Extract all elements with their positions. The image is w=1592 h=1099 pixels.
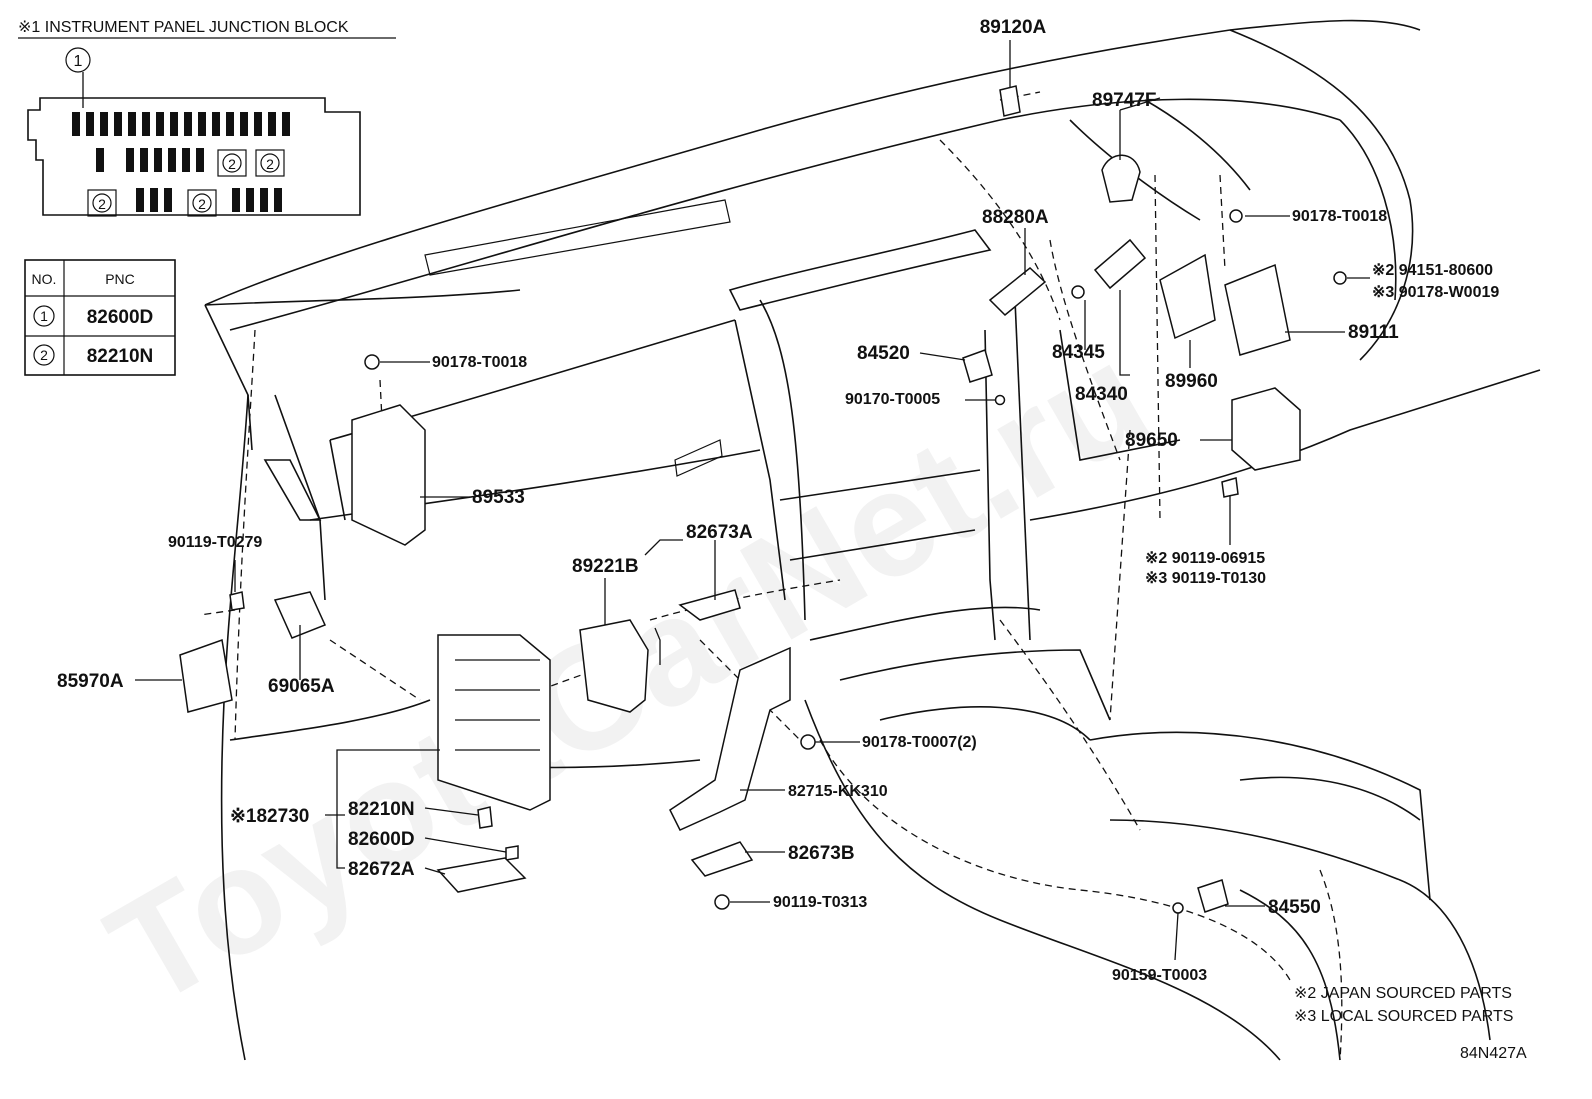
part-label: 90159-T0003 xyxy=(1112,967,1207,984)
part-label: 90178-T0018 xyxy=(1292,208,1387,225)
part-label: 84520 xyxy=(857,343,910,364)
inset-callout-1: 1 xyxy=(74,53,83,70)
part-label: 89221B xyxy=(572,556,639,577)
inset-title: ※1 INSTRUMENT PANEL JUNCTION BLOCK xyxy=(18,19,349,36)
part-label: 82673B xyxy=(788,843,855,864)
part-label: 89960 xyxy=(1165,371,1218,392)
pnc-header-no: NO. xyxy=(32,271,57,287)
part-shapes xyxy=(179,85,1347,914)
junction-block-inset: ※1 INSTRUMENT PANEL JUNCTION BLOCK 1 xyxy=(18,19,396,217)
part-label: 90178-T0007(2) xyxy=(862,734,977,751)
part-label: 88280A xyxy=(982,207,1049,228)
part-label: 84345 xyxy=(1052,342,1105,363)
part-label: ※2 94151-80600 xyxy=(1372,262,1493,279)
part-label: 89120A xyxy=(980,17,1047,38)
part-label: ※182730 xyxy=(230,806,309,827)
pnc-row-no: 1 xyxy=(40,308,48,324)
hidden-lines xyxy=(199,91,1343,1061)
pnc-row-code: 82600D xyxy=(87,307,154,328)
part-label: 82673A xyxy=(686,522,753,543)
part-label: 69065A xyxy=(268,676,335,697)
part-label: 82210N xyxy=(348,799,415,820)
pnc-header-pnc: PNC xyxy=(105,271,135,287)
inset-callout-2: 2 xyxy=(228,156,236,172)
inset-callout-2: 2 xyxy=(198,196,206,212)
part-label: 89111 xyxy=(1348,322,1399,343)
part-label: 84550 xyxy=(1268,897,1321,918)
footnotes: ※2 JAPAN SOURCED PARTS ※3 LOCAL SOURCED … xyxy=(1294,985,1527,1062)
pnc-row-no: 2 xyxy=(40,347,48,363)
part-labels: 89120A 89747F 88280A 90178-T0018 ※2 9415… xyxy=(57,17,1499,984)
part-label: 89747F xyxy=(1092,90,1156,111)
inset-callout-2: 2 xyxy=(98,196,106,212)
part-label: 89650 xyxy=(1125,430,1178,451)
diagram-code: 84N427A xyxy=(1460,1045,1527,1062)
leader-lines xyxy=(82,40,1370,961)
part-label: 82715-KK310 xyxy=(788,783,888,800)
footnote-japan: ※2 JAPAN SOURCED PARTS xyxy=(1294,985,1512,1002)
part-label: 89533 xyxy=(472,487,525,508)
part-label: 90178-T0018 xyxy=(432,354,527,371)
part-label: 90119-T0279 xyxy=(168,534,262,551)
part-label: 85970A xyxy=(57,671,124,692)
part-label: 84340 xyxy=(1075,384,1128,405)
part-label: ※2 90119-06915 xyxy=(1145,550,1265,567)
pnc-row-code: 82210N xyxy=(87,346,154,367)
inset-callout-2: 2 xyxy=(266,156,274,172)
part-label: 90170-T0005 xyxy=(845,391,940,408)
part-label: ※3 90178-W0019 xyxy=(1372,284,1499,301)
part-label: ※3 90119-T0130 xyxy=(1145,570,1266,587)
pnc-table: NO. PNC 1 82600D 2 82210N xyxy=(24,259,176,376)
part-label: 90119-T0313 xyxy=(773,894,867,911)
part-label: 82672A xyxy=(348,859,415,880)
footnote-local: ※3 LOCAL SOURCED PARTS xyxy=(1294,1008,1513,1025)
part-label: 82600D xyxy=(348,829,415,850)
